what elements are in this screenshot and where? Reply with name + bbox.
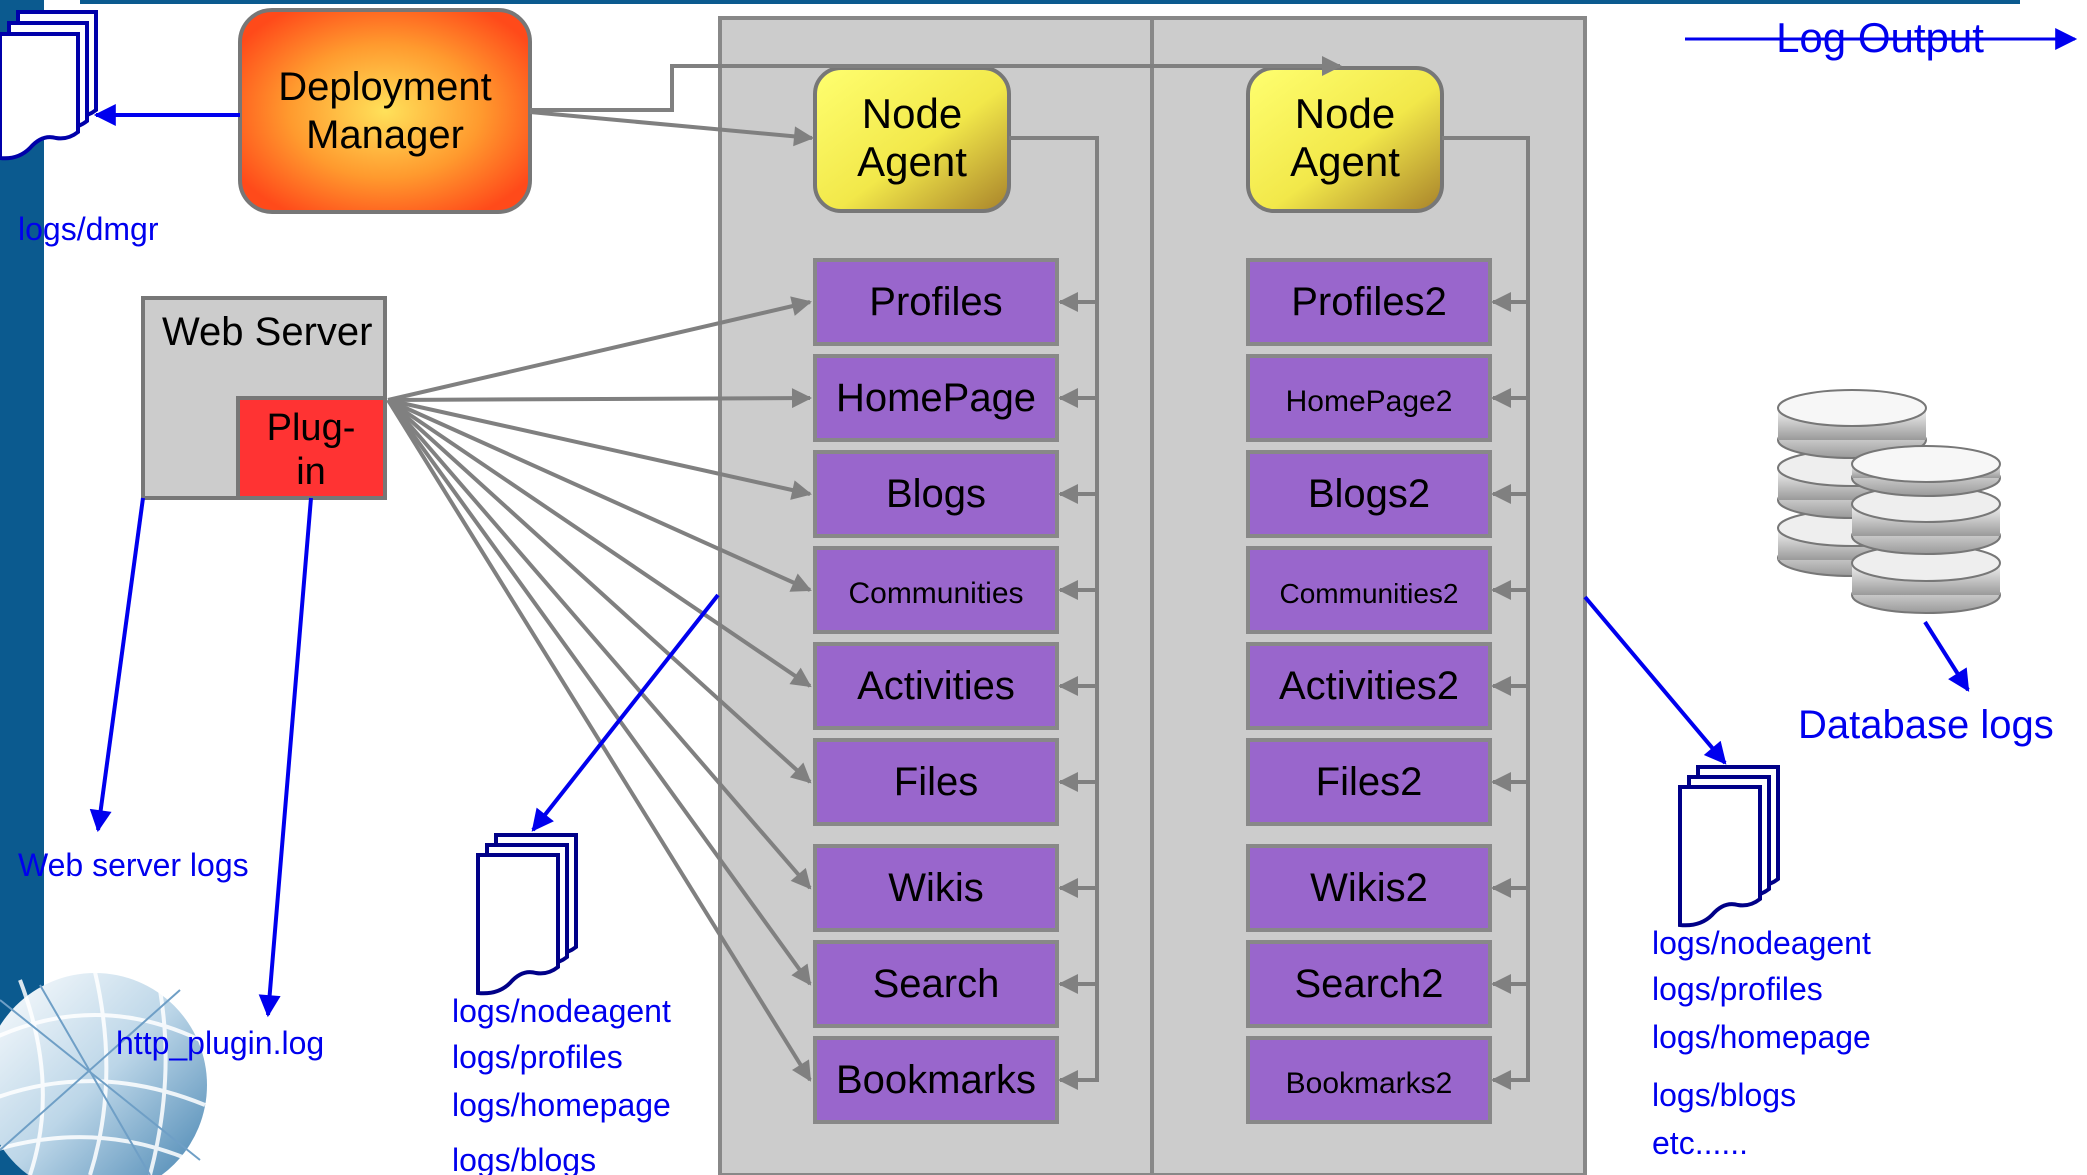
deployment-manager-box <box>238 8 532 214</box>
plugin-box <box>236 396 387 500</box>
node1-app-label: Search <box>873 962 1000 1006</box>
node2-app-label: Wikis2 <box>1310 866 1428 910</box>
node1-app-label: Files <box>894 760 978 804</box>
node1-app-wikis <box>813 844 1059 932</box>
node2-agent: Node Agent <box>1246 66 1444 213</box>
plugin-to-files-arrow <box>386 398 812 784</box>
node2-agent-line1: Node <box>1295 90 1395 137</box>
left-brand-strip <box>0 0 44 1175</box>
node2-app-communities2 <box>1246 546 1492 634</box>
node2-log-path: logs/homepage <box>1652 1019 1871 1055</box>
node2-app-wikis2 <box>1246 844 1492 932</box>
node2-app-label: Profiles2 <box>1291 280 1447 324</box>
node2-log-path: logs/nodeagent <box>1652 925 1871 961</box>
node1-app-blogs <box>813 450 1059 538</box>
node2-agent-line2: Agent <box>1290 138 1400 185</box>
web-server-log-arrow <box>89 497 145 833</box>
plugin-to-communities-arrow <box>387 398 812 592</box>
node1-log-path: logs/blogs <box>452 1142 596 1175</box>
dmgr-to-node1-agent-arrow <box>529 110 814 147</box>
node2-app-label: Bookmarks2 <box>1286 1067 1453 1100</box>
node1-agent: Node Agent <box>813 66 1011 213</box>
plugin-log-label: http_plugin.log <box>116 1025 324 1061</box>
node2-log-path: etc...... <box>1652 1125 1748 1161</box>
node1-app-files <box>813 738 1059 826</box>
plugin-to-activities-arrow <box>386 398 812 688</box>
plugin-label-line1: Plug- <box>267 407 356 449</box>
node2-app-label: Files2 <box>1316 760 1423 804</box>
node1-app-label: Activities <box>857 664 1015 708</box>
plugin-to-search-arrow <box>386 398 812 986</box>
node1-agent-line2: Agent <box>857 138 967 185</box>
plugin-label-line2: in <box>296 451 326 493</box>
deployment-manager-line2: Manager <box>306 113 464 157</box>
node2-app-label: HomePage2 <box>1286 385 1453 418</box>
node1-app-profiles <box>813 258 1059 346</box>
node1-app-label: HomePage <box>836 376 1036 420</box>
node1-app-label: Bookmarks <box>836 1058 1036 1102</box>
plugin-to-profiles-arrow <box>387 296 812 402</box>
node2-app-label: Communities2 <box>1280 578 1459 609</box>
node1-app-label: Wikis <box>888 866 984 910</box>
dmgr-to-node2-agent-arrow <box>530 56 1342 112</box>
node2-applications: Profiles2HomePage2Blogs2Communities2Acti… <box>1246 258 1492 1124</box>
plugin-to-wikis-arrow <box>386 398 812 890</box>
node2-app-label: Blogs2 <box>1308 472 1430 516</box>
database-icon <box>1777 389 2001 614</box>
node2-app-files2 <box>1246 738 1492 826</box>
top-brand-bar <box>80 0 2020 4</box>
plugin-to-homepage-arrow <box>387 388 812 409</box>
node2-app-profiles2 <box>1246 258 1492 346</box>
node2-app-activities2 <box>1246 642 1492 730</box>
node1-log-list: logs/nodeagent logs/profiles logs/homepage… <box>452 993 671 1175</box>
node2-log-list: logs/nodeagent logs/profiles logs/homepage… <box>1652 925 1871 1161</box>
web-server-log-label: Web server logs <box>18 847 249 883</box>
database-logs-label: Database logs <box>1798 703 2054 747</box>
node1-applications: ProfilesHomePageBlogsCommunitiesActiviti… <box>813 258 1059 1124</box>
node1-log-path: logs/profiles <box>452 1039 623 1075</box>
node2-log-arrow <box>1583 595 1727 765</box>
web-server: Web Server Plug- in <box>141 296 387 500</box>
node1-app-homepage <box>813 354 1059 442</box>
plugin-routing-lines <box>386 296 812 1082</box>
plugin-to-bookmarks-arrow <box>386 398 812 1082</box>
node1-app-label: Blogs <box>886 472 986 516</box>
node2-app-bookmarks2 <box>1246 1036 1492 1124</box>
node2-app-label: Search2 <box>1295 962 1444 1006</box>
deployment-manager: Deployment Manager <box>238 8 532 214</box>
node2-log-path: logs/profiles <box>1652 971 1823 1007</box>
deployment-manager-line1: Deployment <box>278 65 491 109</box>
node1-log-path: logs/nodeagent <box>452 993 671 1029</box>
log-output-label: Log Output <box>1776 14 1984 61</box>
database-log-arrow <box>1923 620 1970 692</box>
node1-log-document-icon <box>476 833 578 996</box>
node1-log-path: logs/homepage <box>452 1087 671 1123</box>
node2-app-label: Activities2 <box>1279 664 1459 708</box>
node1-app-label: Communities <box>848 577 1023 610</box>
node1-app-label: Profiles <box>869 280 1002 324</box>
plugin-log-arrow <box>258 497 313 1018</box>
legend: Log Output <box>1685 14 2078 61</box>
dmgr-log-document-icon <box>0 10 98 161</box>
plugin-to-blogs-arrow <box>387 398 812 500</box>
node1-app-bookmarks <box>813 1036 1059 1124</box>
node1-app-communities <box>813 546 1059 634</box>
node1-agent-line1: Node <box>862 90 962 137</box>
node1-app-activities <box>813 642 1059 730</box>
management-arrows <box>1058 292 1528 1090</box>
node2-app-search2 <box>1246 940 1492 1028</box>
node1-log-arrow <box>531 593 720 832</box>
web-server-title: Web Server <box>162 310 372 354</box>
node2-log-path: logs/blogs <box>1652 1077 1796 1113</box>
globe-icon <box>0 971 207 1175</box>
dmgr-log-label: logs/dmgr <box>18 211 159 247</box>
node2-app-homepage2 <box>1246 354 1492 442</box>
node2-log-document-icon <box>1678 765 1780 928</box>
node2-app-blogs2 <box>1246 450 1492 538</box>
node1-app-search <box>813 940 1059 1028</box>
